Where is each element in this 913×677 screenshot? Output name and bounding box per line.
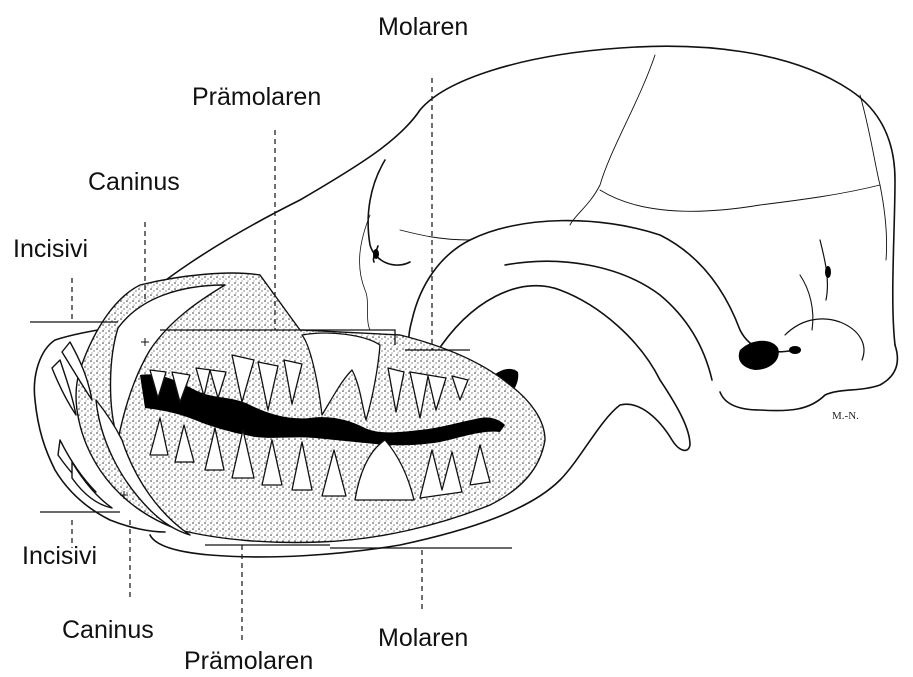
label-upper-praemolaren: Prämolaren	[192, 85, 321, 110]
label-upper-molaren: Molaren	[378, 15, 468, 40]
label-lower-caninus: Caninus	[62, 618, 154, 643]
label-lower-praemolaren: Prämolaren	[184, 649, 313, 674]
label-upper-incisivi: Incisivi	[13, 237, 88, 262]
label-lower-molaren: Molaren	[378, 626, 468, 651]
artist-signature: M.-N.	[832, 410, 859, 422]
label-lower-incisivi: Incisivi	[22, 544, 97, 569]
label-upper-caninus: Caninus	[88, 170, 180, 195]
